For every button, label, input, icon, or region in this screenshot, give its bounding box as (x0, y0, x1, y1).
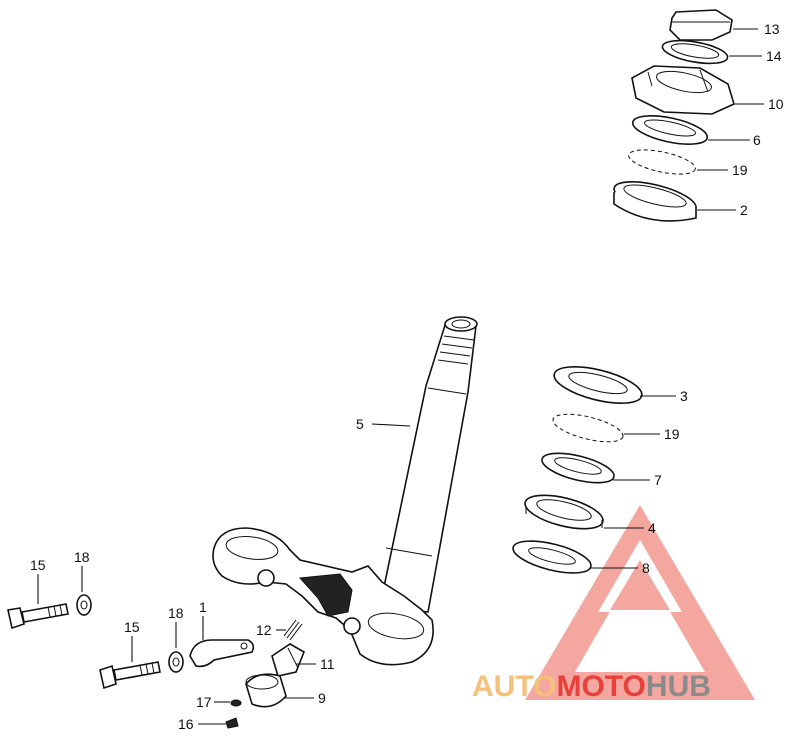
part-8-washer (512, 540, 592, 574)
callout-19-upper: 19 (732, 162, 748, 178)
callout-1: 1 (199, 599, 207, 615)
part-15-bolt-lower (99, 661, 161, 690)
part-11-lock (271, 643, 306, 677)
watermark-logo (525, 505, 755, 700)
callout-18-upper: 18 (74, 549, 90, 565)
lower-triple-clamp (212, 527, 434, 666)
callout-8: 8 (642, 560, 650, 576)
callout-13: 13 (764, 21, 780, 37)
part-18-washer-lower (168, 651, 184, 673)
part-4-ball-race (524, 494, 604, 530)
callout-10: 10 (768, 96, 784, 112)
part-6-cone-race (631, 115, 709, 145)
callout-numbers: 13 14 10 6 19 2 3 19 7 4 8 5 15 18 15 18… (30, 21, 784, 732)
callout-17: 17 (196, 694, 212, 710)
part-17-small-washer (230, 699, 242, 707)
callout-4: 4 (648, 520, 656, 536)
watermark-hub: HUB (646, 670, 711, 703)
part-5-steering-stem (379, 316, 478, 613)
callout-16: 16 (178, 716, 194, 732)
callout-15-upper: 15 (30, 557, 46, 573)
part-1-hose-clamp (189, 639, 255, 668)
part-13-top-nut (669, 9, 733, 41)
part-14-washer (661, 39, 729, 65)
callout-18-lower: 18 (168, 605, 184, 621)
callout-11: 11 (320, 656, 335, 672)
part-19-steel-balls-upper (628, 149, 696, 175)
part-19-steel-balls-lower (552, 413, 624, 443)
part-15-bolt-left (7, 603, 69, 630)
callout-12: 12 (256, 622, 272, 638)
part-18-washer-left (76, 594, 92, 616)
part-3-dust-seal (553, 366, 643, 404)
watermark-text: AUTOMOTOHUB (472, 670, 711, 703)
part-16-screw (225, 717, 239, 729)
callout-6: 6 (753, 132, 761, 148)
callout-14: 14 (766, 48, 782, 64)
callout-2: 2 (740, 202, 748, 218)
leader-lines (37, 28, 764, 725)
watermark-moto: MOTO (556, 670, 645, 703)
callout-5: 5 (356, 416, 364, 432)
callout-7: 7 (654, 472, 662, 488)
callout-3: 3 (680, 388, 688, 404)
callout-15-lower: 15 (124, 619, 140, 635)
part-2-ball-race (613, 181, 697, 222)
watermark-auto: AUTO (472, 670, 556, 703)
callout-19-lower: 19 (664, 426, 680, 442)
callout-9: 9 (318, 690, 326, 706)
part-9-collar (245, 673, 287, 708)
part-12-spring (283, 619, 303, 641)
part-10-adjusting-nut (631, 65, 735, 115)
part-7-cone-race (541, 452, 615, 484)
svg-text:AUTOMOTOHUB: AUTOMOTOHUB (472, 670, 711, 703)
